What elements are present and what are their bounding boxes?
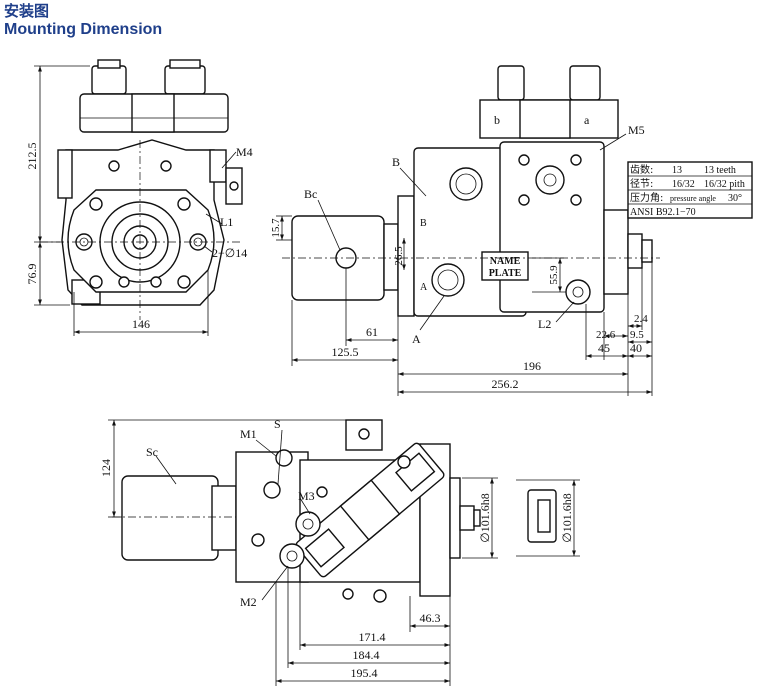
- dim-171-4: 171.4: [359, 630, 386, 644]
- dim-26-5: 26.5: [393, 246, 405, 266]
- dim-46-3: 46.3: [420, 611, 441, 625]
- dim-9-5: 9.5: [630, 329, 644, 341]
- dim-45: 45: [598, 341, 610, 355]
- spline-pitch-en: 16/32 pith: [704, 179, 745, 190]
- spline-pitch-value: 16/32: [672, 179, 695, 190]
- side-labels: M5 B Bc A L2: [304, 123, 645, 346]
- spline-teeth-label: 齿数:: [630, 163, 653, 176]
- port-m1-label: M1: [240, 427, 257, 441]
- top-body: [235, 419, 481, 603]
- port-m3-label: M3: [298, 489, 315, 503]
- port-m5-label: M5: [628, 123, 645, 137]
- side-view: b a NAME PLATE: [270, 65, 753, 396]
- title-block: 安装图 Mounting Dimension: [4, 2, 162, 40]
- spline-teeth-value: 13: [672, 165, 682, 176]
- port-sc-label: Sc: [146, 445, 158, 459]
- spline-pitch-label: 径节:: [630, 177, 653, 190]
- spline-teeth-en: 13 teeth: [704, 165, 736, 176]
- front-labels: M4 L1 2−∅14: [203, 145, 253, 260]
- port-l2-label: L2: [538, 317, 551, 331]
- dim-184-4: 184.4: [353, 648, 380, 662]
- spline-angle-label: 压力角:: [630, 191, 663, 204]
- port-l1-label: L1: [220, 215, 233, 229]
- port-bc-label: Bc: [304, 187, 317, 201]
- dim-55-9: 55.9: [548, 265, 560, 285]
- side-charge-pump: [282, 215, 400, 301]
- dim-15-7: 15.7: [270, 218, 282, 238]
- front-dimensions: 212.5 76.9 146: [25, 65, 209, 336]
- dim-125-5: 125.5: [332, 345, 359, 359]
- title-chinese: 安装图: [4, 2, 50, 20]
- top-labels: M1 S Sc M3 M2: [146, 417, 315, 609]
- dim-2-4: 2.4: [634, 313, 648, 325]
- nameplate-line1: NAME: [490, 256, 521, 267]
- top-shaft-detail: ∅101.6h8: [516, 479, 580, 557]
- solenoid-a-label: a: [584, 113, 590, 127]
- nameplate-line2: PLATE: [489, 268, 522, 279]
- port-a-label: A: [412, 332, 421, 346]
- dim-40: 40: [630, 341, 642, 355]
- title-english: Mounting Dimension: [4, 21, 163, 38]
- front-body: [40, 139, 243, 320]
- solenoid-b-label: b: [494, 113, 500, 127]
- port-m2-label: M2: [240, 595, 257, 609]
- holes-label: 2−∅14: [212, 246, 247, 260]
- port-m4-label: M4: [236, 145, 253, 159]
- dim-76-9: 76.9: [25, 264, 39, 285]
- dim-256-2: 256.2: [492, 377, 519, 391]
- side-dimensions: 15.7 26.5 55.9 61 125.5 196 256.2 2.4: [270, 215, 653, 396]
- dim-212-5: 212.5: [25, 143, 39, 170]
- top-view: ∅101.6h8 M1 S Sc M3 M2 124 ∅101.6h8: [99, 417, 580, 686]
- port-b-label: B: [392, 155, 400, 169]
- dim-196: 196: [523, 359, 541, 373]
- dim-146: 146: [132, 317, 150, 331]
- front-view: 212.5 76.9 146 M4 L1 2−∅14: [25, 59, 253, 336]
- dim-195-4: 195.4: [351, 666, 378, 680]
- dim-101-6: ∅101.6h8: [478, 493, 492, 542]
- port-mark-b: B: [420, 218, 427, 229]
- front-solenoids: [79, 59, 229, 133]
- dim-61: 61: [366, 325, 378, 339]
- spline-angle-en: pressure angle: [670, 194, 716, 203]
- port-mark-a: A: [420, 282, 428, 293]
- dim-124: 124: [99, 459, 113, 477]
- spline-table: 齿数: 13 13 teeth 径节: 16/32 16/32 pith 压力角…: [627, 161, 753, 219]
- dim-22-6: 22.6: [596, 329, 616, 341]
- spline-angle-value: 30°: [728, 193, 742, 204]
- side-housing: NAME PLATE B A: [397, 141, 660, 317]
- spline-standard: ANSI B92.1−70: [630, 207, 696, 218]
- side-solenoids: b a: [479, 65, 619, 139]
- port-s-label: S: [274, 417, 281, 431]
- top-dimensions: 124 ∅101.6h8 46.3 171.4 184.4 195.4: [99, 419, 498, 686]
- dim-101-6-detail: ∅101.6h8: [560, 493, 574, 542]
